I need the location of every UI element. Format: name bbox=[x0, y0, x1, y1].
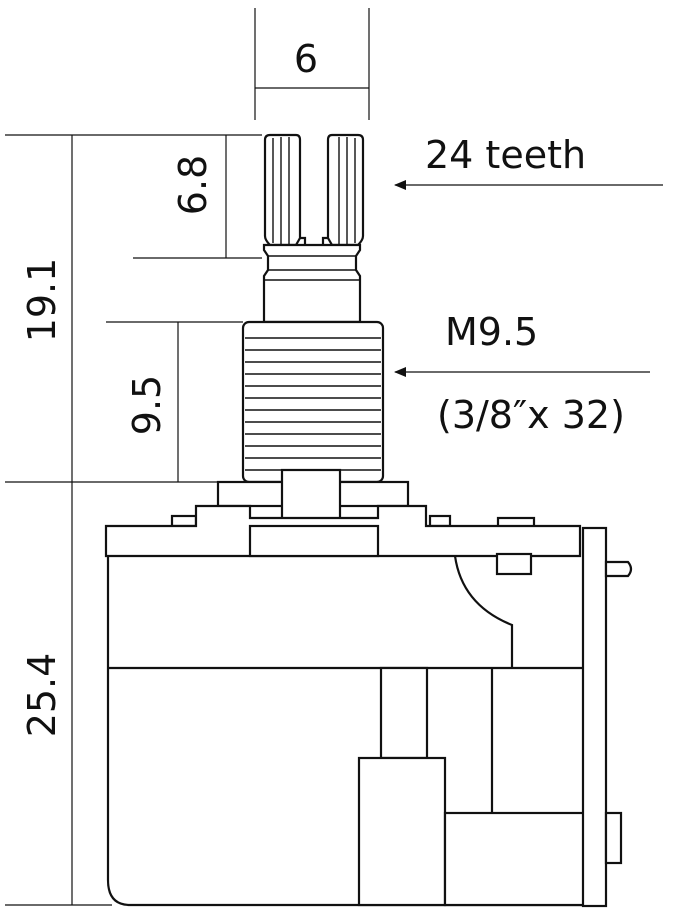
callout-thread-label: M9.5 bbox=[445, 310, 538, 354]
callout-teeth: 24 teeth bbox=[394, 133, 663, 190]
shaft-collar bbox=[262, 243, 362, 324]
dimension-shaft-width: 6 bbox=[254, 8, 370, 120]
dimension-body-height-label: 25.4 bbox=[20, 653, 64, 738]
knurled-shaft bbox=[263, 133, 365, 257]
callout-thread-imperial-label: (3/8″x 32) bbox=[437, 393, 625, 437]
callout-teeth-label: 24 teeth bbox=[425, 133, 586, 177]
dimension-shaft-width-label: 6 bbox=[294, 37, 318, 81]
mounting-plate bbox=[104, 504, 582, 576]
dimension-knurl-height: 6.8 bbox=[133, 135, 262, 259]
terminal-plate bbox=[581, 526, 633, 908]
dimension-body-height: 25.4 bbox=[5, 481, 218, 906]
callout-thread: M9.5 (3/8″x 32) bbox=[394, 310, 650, 437]
switch-section bbox=[357, 666, 587, 907]
mounting-nut bbox=[216, 468, 410, 527]
dimension-thread-length-label: 9.5 bbox=[125, 375, 169, 435]
threaded-bushing bbox=[241, 320, 385, 484]
dimension-knurl-height-label: 6.8 bbox=[171, 155, 215, 215]
dimension-total-height-label: 19.1 bbox=[20, 258, 64, 343]
dimension-thread-length: 9.5 bbox=[106, 321, 243, 482]
dimension-total-height: 19.1 bbox=[5, 134, 262, 482]
